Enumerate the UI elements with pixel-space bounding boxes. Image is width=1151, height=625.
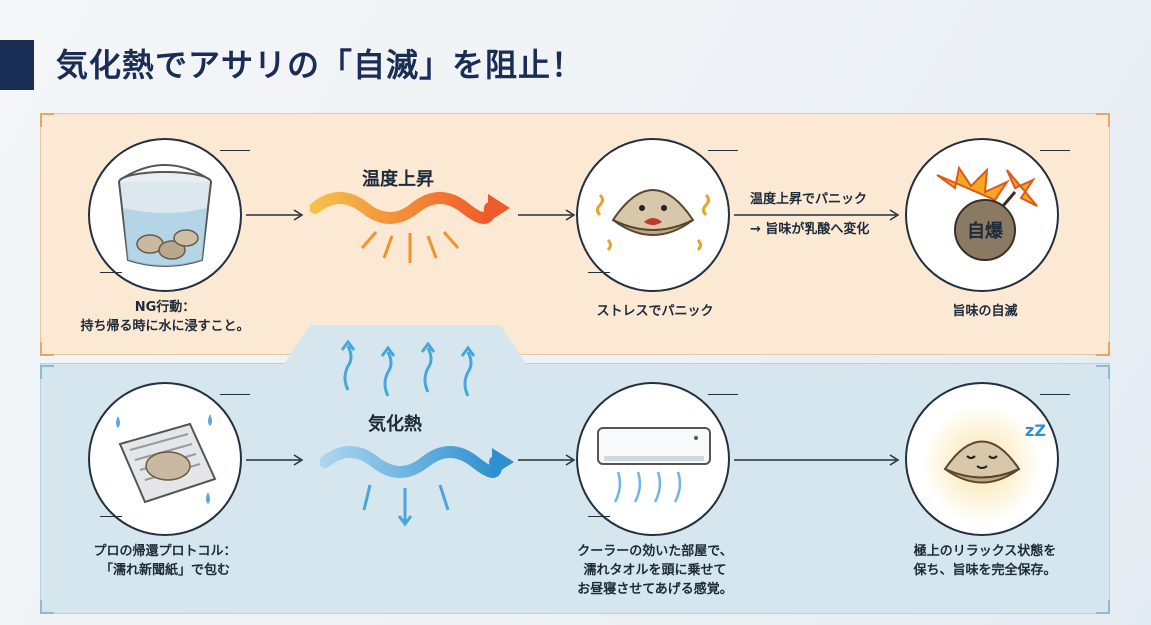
- callout-line: [220, 394, 250, 395]
- relaxed-caption: 極上のリラックス状態を 保ち、旨味を完全保存。: [913, 544, 1057, 578]
- callout-line: [1040, 150, 1070, 151]
- callout-line: [100, 272, 122, 273]
- bucket-icon: [118, 164, 212, 267]
- panic-caption: ストレスでパニック: [596, 304, 714, 319]
- page-title: 気化熱でアサリの「自滅」を阻止！: [56, 46, 585, 84]
- relaxed-clam-icon: zZ: [922, 404, 1046, 524]
- explosion-text: 自爆: [967, 220, 1004, 242]
- heat-wave-arrow-icon: [310, 192, 510, 263]
- arrow-icon: [518, 209, 576, 221]
- title-accent-bar: [0, 40, 34, 90]
- corner-bracket: [40, 113, 54, 127]
- callout-line: [588, 516, 610, 517]
- callout-line: [1040, 394, 1070, 395]
- panicking-clam-illustration: [576, 138, 730, 292]
- corner-bracket: [40, 342, 54, 356]
- arrow-icon: [246, 454, 304, 466]
- air-conditioner-illustration: [576, 382, 730, 536]
- relaxed-clam-illustration: zZ: [905, 382, 1059, 536]
- callout-line: [588, 272, 610, 273]
- arrow-icon: [734, 454, 900, 466]
- panel-connector: [280, 325, 530, 370]
- wrap-protocol-caption: プロの帰還プロトコル： 「濡れ新聞紙」で包む: [93, 544, 237, 578]
- sleep-text: zZ: [1025, 421, 1046, 440]
- corner-bracket: [1096, 113, 1110, 127]
- air-conditioner-icon: [597, 427, 711, 503]
- callout-line: [708, 394, 738, 395]
- arrow-icon: [518, 454, 576, 466]
- corner-bracket: [1096, 365, 1110, 379]
- explosion-icon: 自爆: [936, 165, 1038, 261]
- evaporation-wave-label: 気化熱: [368, 414, 422, 435]
- self-destruct-illustration: 自爆: [905, 138, 1059, 292]
- corner-bracket: [1096, 600, 1110, 614]
- callout-line: [100, 516, 122, 517]
- newspaper-icon: [116, 414, 217, 504]
- panic-note: 温度上昇でパニック → 旨味が乳酸へ変化: [750, 192, 870, 237]
- panic-clam-icon: [596, 189, 710, 252]
- ng-behavior-caption: NG行動： 持ち帰る時に水に浸すこと。: [80, 300, 250, 334]
- newspaper-wrap-illustration: [88, 382, 242, 536]
- evaporation-arrows-icon: [320, 340, 514, 527]
- corner-bracket: [40, 600, 54, 614]
- arrow-icon: [734, 209, 900, 221]
- corner-bracket: [1096, 342, 1110, 356]
- bucket-illustration: [88, 138, 242, 292]
- self-destruct-caption: 旨味の自滅: [952, 304, 1018, 319]
- corner-bracket: [40, 365, 54, 379]
- heat-wave-label: 温度上昇: [362, 169, 434, 190]
- callout-line: [220, 150, 250, 151]
- arrow-icon: [246, 209, 304, 221]
- callout-line: [708, 150, 738, 151]
- nap-analogy-caption: クーラーの効いた部屋で、 濡れタオルを頭に乗せて お昼寝させてあげる感覚。: [577, 544, 733, 597]
